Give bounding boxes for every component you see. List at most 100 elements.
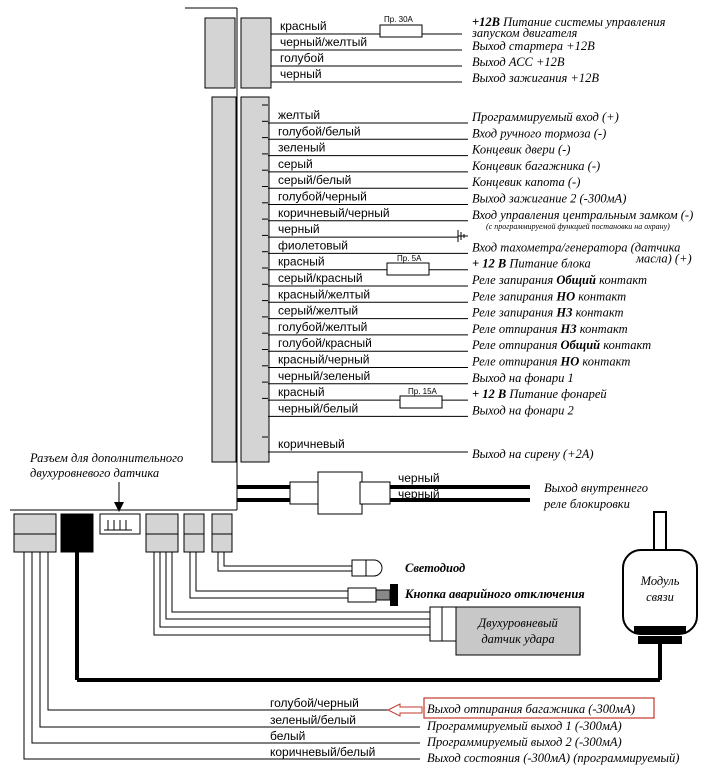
relay-wire-1-label: черный — [398, 471, 440, 485]
button-wire-2 — [189, 552, 350, 599]
sensor-connector-label-1: Разъем для дополнительного — [29, 451, 183, 465]
connector-2-wire-label: фиолетовый — [278, 238, 348, 252]
siren-func-label: Выход на сирену (+2А) — [472, 447, 594, 461]
sensor-wire-2 — [165, 552, 432, 620]
sensor-wire-4 — [153, 552, 432, 636]
connector-2-wire-label: красный — [278, 255, 325, 269]
connector-1-left — [204, 17, 236, 89]
fuse-30a-label: Пр. 30А — [384, 15, 414, 24]
bottom-wire — [23, 552, 420, 760]
bottom-connector-c-top — [183, 513, 205, 535]
connector-1-wires: красный +12В Питание системы управленияза… — [271, 15, 666, 85]
button-label: Кнопка аварийного отключения — [404, 587, 585, 601]
led-label: Светодиод — [405, 561, 465, 575]
bottom-wire-label: белый — [270, 729, 305, 743]
connector-2-func-label: Выход зажигание 2 (-300мА) — [472, 192, 626, 206]
connector-2-func-label: Концевик двери (-) — [471, 143, 570, 157]
connector-1-wire-label: черный — [280, 67, 322, 81]
relay-body — [317, 471, 363, 515]
connector-2-func-label: Реле отпирания Общий контакт — [471, 338, 651, 352]
connector-1-func-label: Выход АСС +12В — [472, 55, 565, 69]
led-wire-2 — [217, 552, 355, 572]
connector-2-wire-label: черный — [278, 222, 320, 236]
connector-2-wire-label: голубой/черный — [278, 190, 367, 204]
siren-wire-label: коричневый — [278, 437, 345, 451]
relay-func-1: Выход внутреннего — [544, 481, 648, 495]
sensor-wire-3 — [159, 552, 432, 628]
connector-2-func-label: Реле запирания Общий контакт — [471, 273, 647, 287]
connector-2-wire-label: черный/белый — [278, 401, 358, 415]
bottom-wire — [31, 552, 420, 744]
connector-2-func-label: + 12 В Питание фонарей — [472, 387, 607, 401]
connector-2-func-label: Реле запирания НО контакт — [471, 289, 626, 303]
bottom-connector-b-bottom — [145, 533, 179, 553]
bottom-wire-label: голубой/черный — [270, 696, 359, 710]
bottom-wire-label: коричневый/белый — [270, 745, 375, 759]
module-base-1 — [634, 626, 686, 634]
connector-1-func-label: +12В Питание системы управления — [472, 15, 666, 29]
connector-2-note: (с программируемой функцией постановки н… — [486, 222, 670, 231]
connector-2-func-label: Концевик капота (-) — [471, 175, 580, 189]
bottom-func-label: Программируемый выход 2 (-300мА) — [426, 735, 622, 749]
led-wire-1 — [223, 552, 355, 567]
module-label-1: Модуль — [640, 574, 680, 588]
connector-2-wire-label: коричневый/черный — [278, 206, 390, 220]
connector-2-func-label: Реле запирания НЗ контакт — [471, 306, 624, 320]
shock-sensor-label-2: датчик удара — [481, 632, 554, 646]
connector-1-wire-label: голубой — [280, 51, 324, 65]
connector-2-wire-label: серый/белый — [278, 173, 351, 187]
antenna-icon — [653, 511, 667, 551]
connector-2-wire-label: голубой/красный — [278, 336, 372, 350]
bottom-connector-a-bottom — [13, 533, 57, 553]
connector-2-wire-label: черный/зеленый — [278, 369, 370, 383]
connector-2-func-label: Выход на фонари 2 — [472, 403, 574, 417]
connector-2-wire-label: красный/черный — [278, 353, 369, 367]
connector-2-func-label: + 12 В Питание блока — [472, 257, 591, 271]
module-base-2 — [638, 636, 682, 644]
highlight-box — [423, 697, 655, 719]
relay-left-cap — [289, 481, 321, 505]
relay-wire-2-label: черный — [398, 487, 440, 501]
sensor-plug-2 — [441, 606, 457, 642]
shock-sensor-box — [455, 606, 581, 656]
sensor-wire-1 — [171, 552, 432, 613]
bottom-connector-b-top — [145, 513, 179, 535]
connector-1-wire-label: черный/желтый — [280, 35, 367, 49]
connector-2-wire-label: серый/красный — [278, 271, 363, 285]
connector-2-func-label: Вход управления центральным замком (-) — [472, 208, 693, 222]
arrow-left-icon — [386, 703, 423, 717]
bottom-connector-d-top — [211, 513, 233, 535]
connector-2-wire-label: желтый — [278, 108, 320, 122]
connector-2-wire-label: зеленый — [278, 141, 325, 155]
fuse-15a — [399, 395, 443, 409]
fuse-15a-label: Пр. 15А — [408, 387, 438, 396]
bottom-connector-c-bottom — [183, 533, 205, 553]
bottom-connector-black — [60, 513, 94, 553]
sensor-connector-pins — [104, 520, 132, 531]
relay-right-cap — [359, 481, 391, 505]
connector-1-func-label-2: запуском двигателя — [471, 26, 578, 40]
bottom-wire — [39, 552, 420, 728]
connector-2-func-label: Выход на фонари 1 — [472, 371, 574, 385]
connector-2-func-label: Концевик багажника (-) — [471, 159, 600, 173]
arrow-down-icon — [114, 482, 124, 512]
bottom-connector-d-bottom — [211, 533, 233, 553]
connector-1-func-label: Выход стартера +12В — [472, 39, 595, 53]
module-label-2: связи — [646, 590, 674, 604]
shock-sensor-label-1: Двухуровневый — [477, 616, 558, 630]
led-icon — [365, 559, 383, 577]
connector-2-wire-label: серый — [278, 157, 313, 171]
bottom-wire-label: зеленый/белый — [270, 713, 356, 727]
connector-2-right — [240, 96, 270, 463]
button-neck — [375, 589, 391, 601]
connector-2-wire-label: красный — [278, 385, 325, 399]
connector-1-func-label: Выход зажигания +12В — [472, 71, 599, 85]
bottom-func-label: Выход состояния (-300мА) (программируемы… — [427, 751, 679, 765]
connector-2-func-label: Вход ручного тормоза (-) — [472, 126, 606, 140]
connector-1-wire-label: красный — [280, 19, 327, 33]
connector-2-func-label: Реле отпирания НО контакт — [471, 355, 630, 369]
connector-2-func-label-2: масла) (+) — [635, 251, 692, 265]
